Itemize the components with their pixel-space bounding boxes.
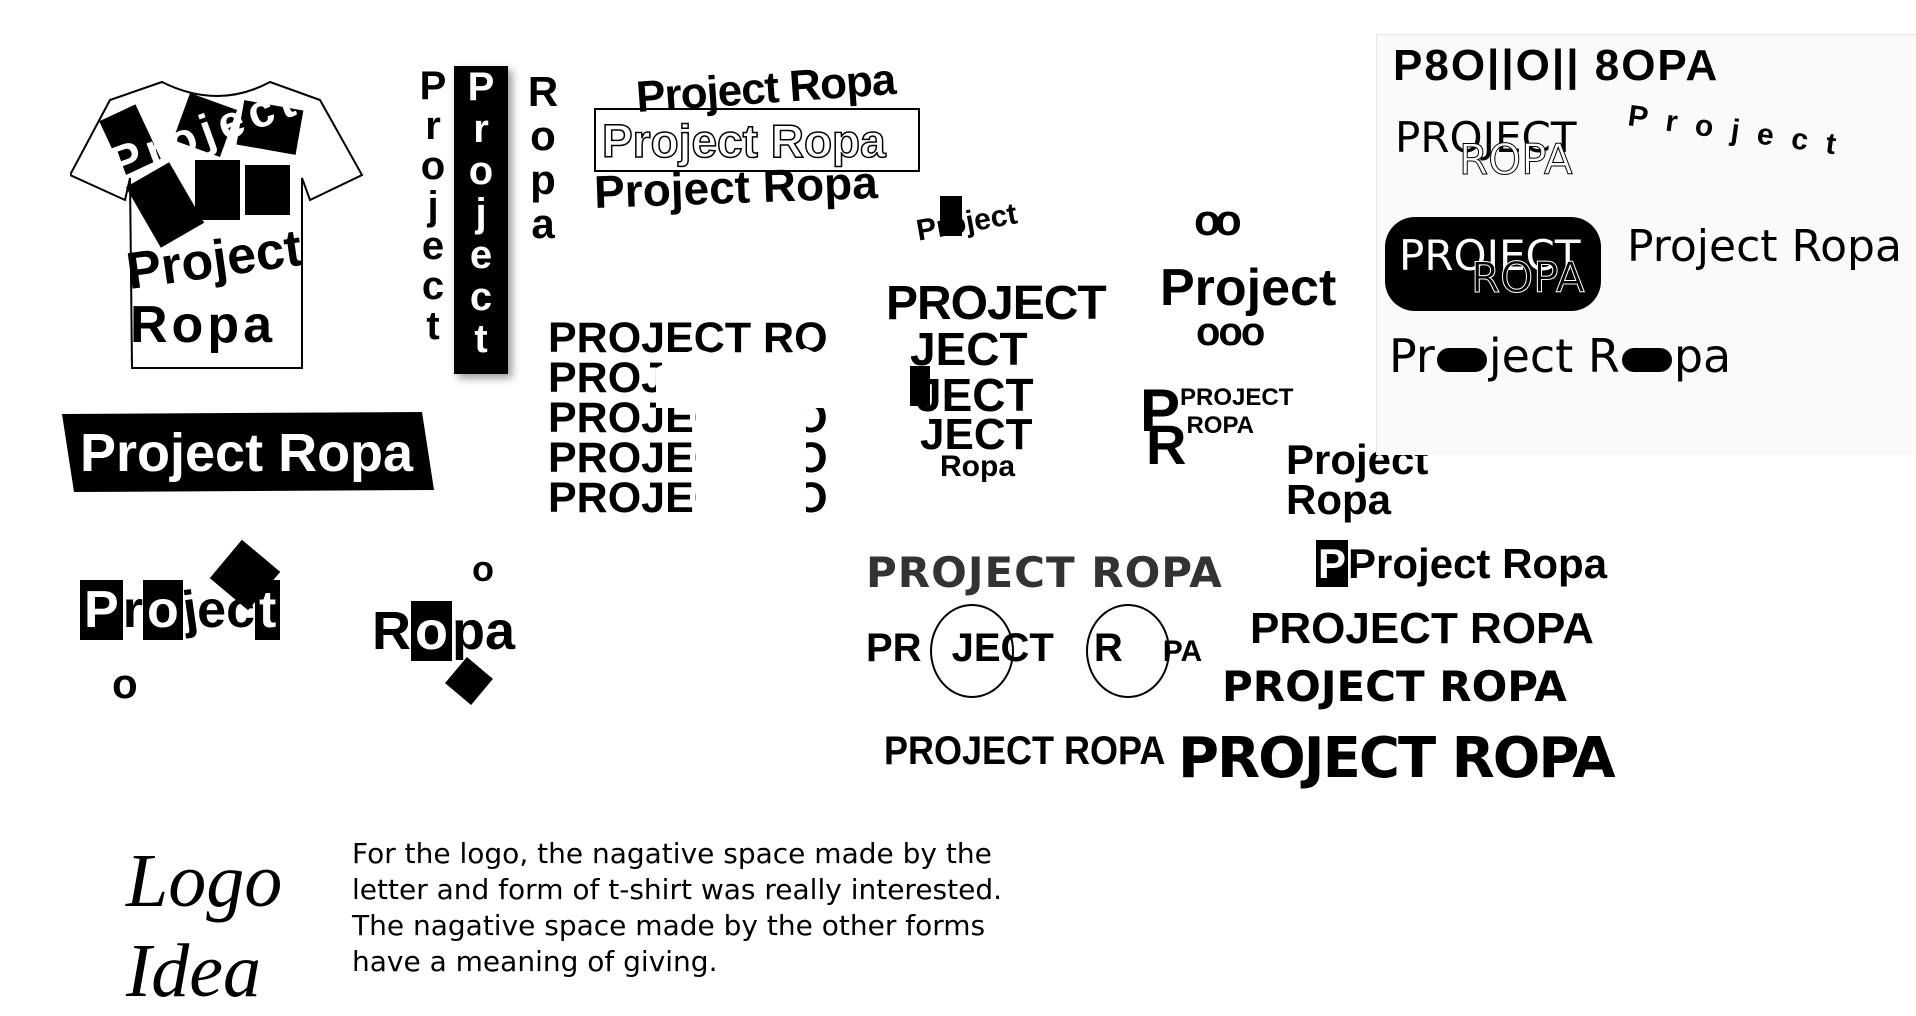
pill-dot-icon-2 — [1621, 347, 1672, 372]
plain-logo: Project Ropa — [1627, 221, 1902, 272]
small-stacked-logo: Project Ropa — [1286, 436, 1429, 523]
caption-title: Logo Idea — [126, 836, 282, 1016]
round-o-top: oo — [1194, 196, 1242, 245]
scattered-o-top-ropa: o — [472, 548, 494, 589]
mixed-small-logo: PPROJECT RROPA — [1140, 377, 1294, 476]
caption-title-line2: Idea — [126, 929, 262, 1013]
overlap-logo: PROJECT ROPA — [1395, 113, 1577, 185]
vertical-project-left: P r o j e c t — [419, 64, 447, 348]
cluster-bottom: Ropa — [940, 450, 1015, 483]
round-project: Project — [1160, 259, 1337, 317]
stacked-wordmark-outline-box: Project Ropa — [594, 108, 920, 172]
repeat-wordmark-block: PROJECT RO PROJECT RO PROJECT RO PROJECT… — [548, 318, 854, 524]
scattered-o-small: o — [112, 660, 138, 707]
scattered-diamond-bottom — [445, 657, 493, 705]
pill-dot-icon — [1436, 347, 1487, 372]
caption-title-line1: Logo — [126, 839, 283, 923]
knockout-logo: PROJECT ROPA — [1250, 604, 1594, 653]
tshirt-cutout-icon — [656, 348, 846, 524]
round-o-bottom: ooo — [1196, 310, 1265, 354]
tshirt-word-ropa: Ropa — [130, 296, 276, 354]
banner-text: Project Ropa — [80, 423, 414, 483]
outlined-stripe-logo: PROJECT ROPA — [1222, 662, 1567, 711]
scattered-box-project: Project — [80, 580, 281, 640]
shirt-letter-cluster: Project PROJECT JECT JECT JECT Ropa — [866, 196, 1116, 492]
banner-shape-icon — [62, 412, 434, 492]
distressed-logo: PROJECT ROPA — [866, 548, 1223, 597]
glyph-row-logo: P8O||O|| 8OPA — [1393, 41, 1720, 90]
circle-ring-1 — [930, 604, 1014, 698]
cluster-line-1: PROJECT — [886, 277, 1107, 330]
scattered-small-logo: Project — [1625, 99, 1856, 164]
cluster-top-letters: Project — [913, 197, 1020, 248]
cluster-line-3: JECT — [916, 369, 1034, 421]
right-panel: P8O||O|| 8OPA PROJECT ROPA Project PROJE… — [1376, 34, 1916, 455]
vertical-project-inverted: P r o j e c t — [454, 66, 508, 374]
stacked-wordmark-solid: Project Ropa — [593, 156, 879, 218]
pill-logo-text: PROJECT ROPA — [1399, 231, 1585, 303]
circle-ring-2 — [1086, 604, 1170, 698]
cluster-line-4: JECT — [920, 410, 1033, 459]
tshirt-outline-icon — [68, 80, 364, 369]
round-letters-logo: oo Project ooo — [1160, 196, 1376, 356]
caption-body: For the logo, the nagative space made by… — [352, 837, 1003, 978]
banner-logo: Project Ropa — [62, 412, 434, 492]
vertical-ropa-right: R o p a — [527, 68, 559, 247]
stacked-wordmark-outline: Project Ropa — [601, 114, 886, 168]
scattered-box-ropa: Ropa — [372, 601, 516, 661]
bars-logo: PROJECT ROPA — [884, 727, 1166, 773]
cluster-black-tile-2 — [910, 366, 930, 406]
fragmented-logo: PROJECT ROPA — [1178, 726, 1616, 791]
tshirt-logo: Project Project Ropa — [68, 73, 370, 370]
pill-logo: PROJECT ROPA — [1385, 217, 1601, 311]
cluster-black-tile — [940, 196, 962, 236]
boxed-logo: PProject Ropa — [1316, 540, 1608, 587]
